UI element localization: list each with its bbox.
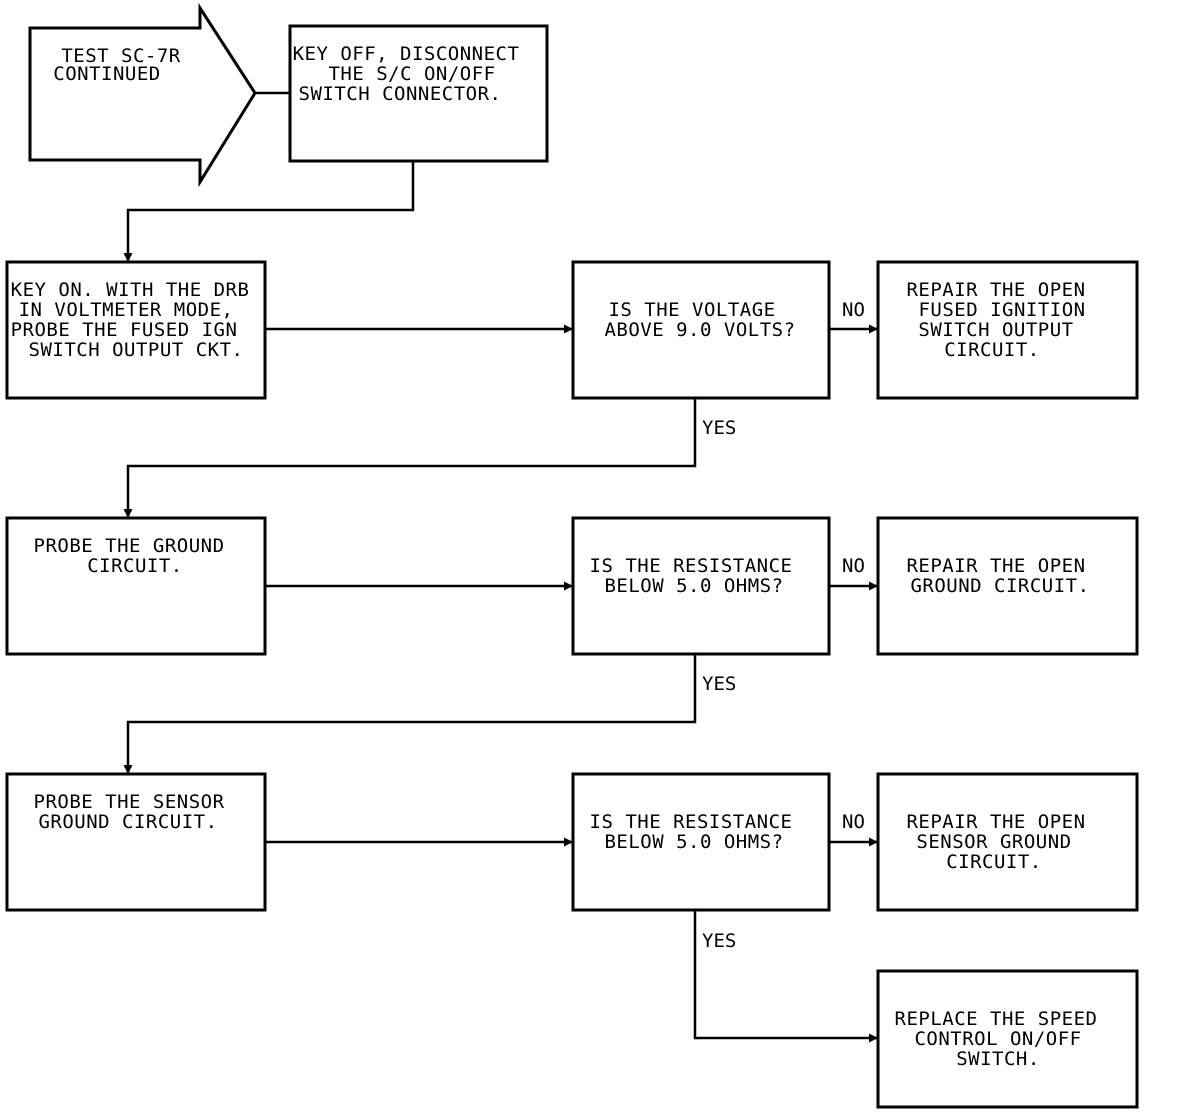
decision-2-text: IS THE RESISTANCE BELOW 5.0 OHMS?	[590, 555, 805, 597]
decision-1-node: IS THE VOLTAGE ABOVE 9.0 VOLTS?	[571, 260, 831, 400]
decision-3-node: IS THE RESISTANCE BELOW 5.0 OHMS?	[571, 772, 831, 912]
step-3-node: PROBE THE GROUND CIRCUIT.	[5, 516, 267, 656]
start-node: TEST SC-7R CONTINUED	[28, 2, 257, 188]
start-node-text: TEST SC-7R CONTINUED	[53, 45, 192, 85]
connector-decision1-yes	[123, 398, 697, 518]
decision-1-text: IS THE VOLTAGE ABOVE 9.0 VOLTS?	[604, 299, 795, 341]
decision-1-no-label: NO	[842, 299, 865, 321]
step-2-text: KEY ON. WITH THE DRB IN VOLTMETER MODE, …	[11, 279, 262, 361]
decision-2-yes-label: YES	[702, 673, 736, 695]
connector-decision3-yes	[693, 910, 878, 1043]
step-1-text: KEY OFF, DISCONNECT THE S/C ON/OFF SWITC…	[293, 43, 532, 105]
decision-3-text: IS THE RESISTANCE BELOW 5.0 OHMS?	[590, 811, 805, 853]
decision-1-yes-label: YES	[702, 417, 736, 439]
result-2-node: REPAIR THE OPEN GROUND CIRCUIT.	[876, 516, 1139, 656]
step-4-node: PROBE THE SENSOR GROUND CIRCUIT.	[5, 772, 267, 912]
step-4-text: PROBE THE SENSOR GROUND CIRCUIT.	[34, 791, 237, 833]
decision-2-node: IS THE RESISTANCE BELOW 5.0 OHMS?	[571, 516, 831, 656]
result-4-text: REPLACE THE SPEED CONTROL ON/OFF SWITCH.	[895, 1008, 1110, 1070]
decision-3-yes-label: YES	[702, 930, 736, 952]
result-4-node: REPLACE THE SPEED CONTROL ON/OFF SWITCH.	[876, 969, 1139, 1109]
result-2-text: REPAIR THE OPEN GROUND CIRCUIT.	[906, 555, 1097, 597]
decision-2-no-label: NO	[842, 555, 865, 577]
step-1-node: KEY OFF, DISCONNECT THE S/C ON/OFF SWITC…	[288, 24, 549, 163]
result-1-text: REPAIR THE OPEN FUSED IGNITION SWITCH OU…	[906, 279, 1097, 361]
connector-decision2-yes	[123, 654, 697, 774]
result-3-node: REPAIR THE OPEN SENSOR GROUND CIRCUIT.	[876, 772, 1139, 912]
step-3-text: PROBE THE GROUND CIRCUIT.	[34, 535, 237, 577]
result-1-node: REPAIR THE OPEN FUSED IGNITION SWITCH OU…	[876, 260, 1139, 400]
decision-3-no-label: NO	[842, 811, 865, 833]
result-3-text: REPAIR THE OPEN SENSOR GROUND CIRCUIT.	[906, 811, 1097, 873]
connector-step1-to-step2	[123, 161, 415, 262]
step-2-node: KEY ON. WITH THE DRB IN VOLTMETER MODE, …	[5, 260, 267, 400]
